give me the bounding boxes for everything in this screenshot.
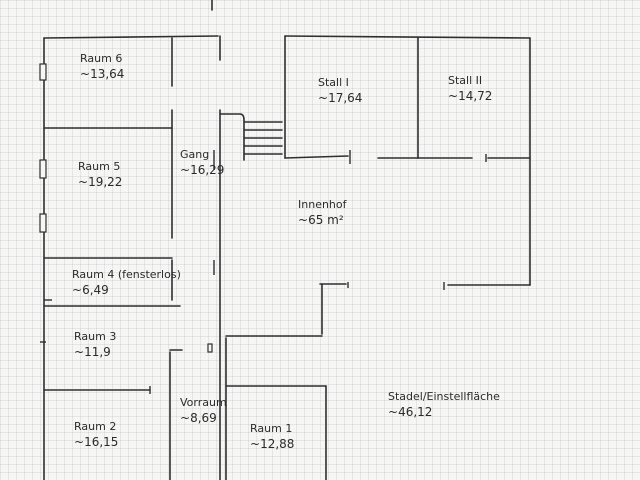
- stair-frame: [219, 113, 245, 161]
- outer-wall-top-left: [43, 35, 219, 39]
- mark-vorraum-top: [207, 343, 213, 353]
- room-name: Raum 3: [74, 330, 117, 343]
- room-name: Stall I: [318, 76, 349, 89]
- room-label-gang: Gang 16,29: [180, 148, 224, 177]
- wall-stall1-bottom: [284, 155, 349, 159]
- room-name: Vorraum: [180, 396, 227, 409]
- room-name: Raum 5: [78, 160, 121, 173]
- room-area: 17,64: [318, 92, 362, 105]
- room-area: 65 m²: [298, 214, 347, 227]
- room-label-raum3: Raum 3 11,9: [74, 330, 116, 359]
- room-area: 6,49: [72, 284, 181, 297]
- outer-wall-top-right: [284, 35, 531, 39]
- window-raum5-lower: [39, 213, 47, 233]
- room-label-stadel: Stadel/Einstellfläche 46,12: [388, 390, 500, 419]
- room-name: Raum 6: [80, 52, 123, 65]
- room-label-innenhof: Innenhof 65 m²: [298, 198, 347, 227]
- room-area: 13,64: [80, 68, 124, 81]
- room-area: 12,88: [250, 438, 294, 451]
- window-raum6: [39, 63, 47, 81]
- room-area: 19,22: [78, 176, 122, 189]
- room-area: 14,72: [448, 90, 492, 103]
- room-name: Stall II: [448, 74, 483, 87]
- room-name: Innenhof: [298, 198, 347, 211]
- room-area: 46,12: [388, 406, 500, 419]
- room-label-vorraum: Vorraum 8,69: [180, 396, 227, 425]
- room-label-stall2: Stall II 14,72: [448, 74, 492, 103]
- room-name: Raum 4 (fensterlos): [72, 268, 181, 281]
- room-name: Gang: [180, 148, 210, 161]
- room-name: Raum 2: [74, 420, 117, 433]
- room-area: 8,69: [180, 412, 227, 425]
- room-area: 16,29: [180, 164, 224, 177]
- room-label-raum1: Raum 1 12,88: [250, 422, 294, 451]
- room-label-raum4: Raum 4 (fensterlos) 6,49: [72, 268, 181, 297]
- room-area: 16,15: [74, 436, 118, 449]
- room-label-raum5: Raum 5 19,22: [78, 160, 122, 189]
- window-raum5: [39, 159, 47, 179]
- room-label-raum2: Raum 2 16,15: [74, 420, 118, 449]
- room-name: Raum 1: [250, 422, 293, 435]
- room-label-raum6: Raum 6 13,64: [80, 52, 124, 81]
- room-label-stall1: Stall I 17,64: [318, 76, 362, 105]
- room-area: 11,9: [74, 346, 116, 359]
- room-name: Stadel/Einstellfläche: [388, 390, 500, 403]
